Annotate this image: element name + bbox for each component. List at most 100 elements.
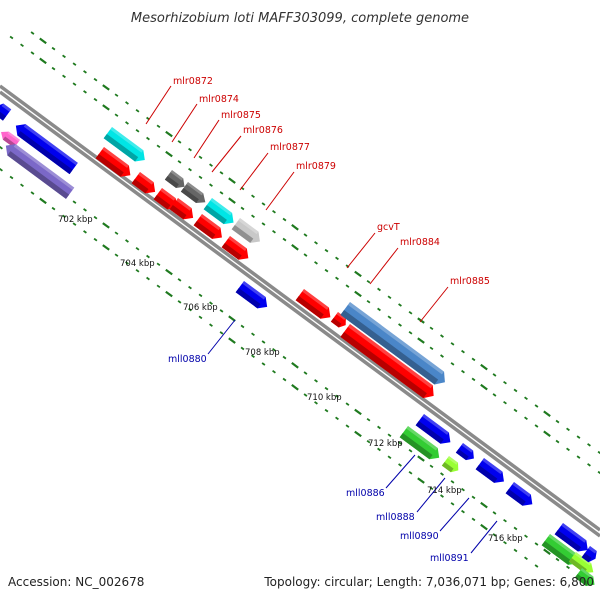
gene-shadow <box>554 529 582 552</box>
gene-red[interactable] <box>153 188 182 214</box>
gene-mlr0874[interactable] <box>164 170 188 192</box>
tick-mark <box>20 43 24 48</box>
tick-mark <box>39 57 47 65</box>
gene-label-mlr0885[interactable]: mlr0885 <box>450 276 490 287</box>
tick-mark <box>429 486 434 491</box>
tick-mark <box>314 401 318 405</box>
gene-reverse-blue[interactable] <box>0 101 12 121</box>
gene-mll0880[interactable] <box>235 281 272 312</box>
gene-mlr0877[interactable] <box>203 198 238 228</box>
tick-mark <box>534 542 539 546</box>
gene-highlight <box>238 218 259 235</box>
tick-mark <box>408 330 413 335</box>
gene-body <box>180 182 206 203</box>
tick-mark <box>513 548 518 553</box>
tick-mark <box>282 377 287 382</box>
gene-label-mlr0884[interactable]: mlr0884 <box>400 237 440 248</box>
gene-shadow <box>203 204 227 225</box>
gene-mll0891[interactable] <box>505 482 537 510</box>
gene-highlight <box>461 443 474 453</box>
gene-mlr0884[interactable] <box>340 324 438 402</box>
tick-mark <box>450 480 455 484</box>
gene-green[interactable] <box>574 568 598 590</box>
gene-shadow <box>541 540 572 565</box>
gene-highlight <box>200 214 221 231</box>
gene-red[interactable] <box>131 172 160 198</box>
gene-red[interactable] <box>95 147 135 181</box>
gene-shadow <box>17 131 73 175</box>
gene-blue[interactable] <box>455 443 478 463</box>
tick-mark <box>576 455 581 459</box>
gene-blue[interactable] <box>554 523 592 556</box>
gene-label-mlr0877[interactable]: mlr0877 <box>270 142 310 153</box>
gene-label-mlr0879[interactable]: mlr0879 <box>296 161 336 172</box>
gene-reverse-blue[interactable] <box>12 120 78 175</box>
gene-gcvT[interactable] <box>295 289 335 323</box>
tick-mark <box>177 140 182 144</box>
gene-mlr0875[interactable] <box>180 182 209 207</box>
gene-label-mlr0872[interactable]: mlr0872 <box>173 76 213 87</box>
tick-mark <box>93 215 98 220</box>
gene-shadow <box>153 194 171 210</box>
tick-mark <box>102 222 110 229</box>
gene-mlr0879[interactable] <box>231 218 264 247</box>
tick-mark <box>125 101 129 105</box>
tick-mark <box>513 526 518 531</box>
gene-red[interactable] <box>169 198 198 224</box>
gene-mlr0885[interactable] <box>340 302 449 389</box>
gene-shadow <box>455 448 469 461</box>
tick-mark <box>291 362 299 369</box>
gene-label-mll0886[interactable]: mll0886 <box>346 488 385 499</box>
kbp-label-706: 706 kbp <box>183 303 218 313</box>
tick-mark <box>93 77 98 82</box>
gene-blue[interactable] <box>581 546 600 564</box>
gene-highlight <box>186 182 204 196</box>
tick-mark <box>387 295 392 300</box>
tick-mark <box>398 463 402 467</box>
tick-mark <box>156 262 161 267</box>
leader-mll0891 <box>470 520 498 554</box>
tick-mark <box>228 197 236 204</box>
gene-label-mll0891[interactable]: mll0891 <box>430 553 469 564</box>
gene-label-mll0888[interactable]: mll0888 <box>376 512 415 523</box>
tick-mark <box>83 90 87 94</box>
tick-mark <box>228 177 236 184</box>
gene-mll0890[interactable] <box>475 458 508 487</box>
gene-label-mlr0874[interactable]: mlr0874 <box>199 94 239 105</box>
gene-mll0886[interactable] <box>415 414 455 448</box>
tick-mark <box>156 124 161 129</box>
gene-red[interactable] <box>221 236 253 264</box>
tick-mark <box>261 362 266 366</box>
tick-mark <box>408 470 413 475</box>
gene-mlr0872[interactable] <box>103 127 149 166</box>
gene-body <box>1 131 21 148</box>
gene-label-mll0890[interactable]: mll0890 <box>400 531 439 542</box>
gene-highlight <box>336 312 346 320</box>
tick-mark <box>417 455 425 462</box>
gene-label-mlr0876[interactable]: mlr0876 <box>243 125 283 136</box>
tick-mark <box>429 326 434 331</box>
gene-label-mll0880[interactable]: mll0880 <box>168 354 207 365</box>
tick-mark <box>524 416 528 421</box>
gene-body <box>193 214 222 239</box>
tick-mark <box>198 175 203 180</box>
gene-body <box>568 552 594 573</box>
gene-green[interactable] <box>541 534 582 569</box>
gene-label-mlr0875[interactable]: mlr0875 <box>221 110 261 121</box>
tick-mark <box>440 494 444 498</box>
gene-reverse-lavender[interactable] <box>2 140 75 199</box>
tick-mark <box>219 191 224 195</box>
tick-mark <box>543 548 551 555</box>
tick-mark <box>492 511 497 515</box>
leader-mll0886 <box>385 454 416 489</box>
tick-mark <box>125 261 129 265</box>
gene-red[interactable] <box>193 214 226 243</box>
gene-body <box>103 127 145 162</box>
tick-mark <box>114 93 119 97</box>
gene-mll0888[interactable] <box>441 456 462 475</box>
tick-mark <box>72 82 77 86</box>
gene-mll0886-green[interactable] <box>399 426 444 463</box>
gene-label-gcvT[interactable]: gcvT <box>377 222 400 233</box>
tick-mark <box>209 163 213 167</box>
